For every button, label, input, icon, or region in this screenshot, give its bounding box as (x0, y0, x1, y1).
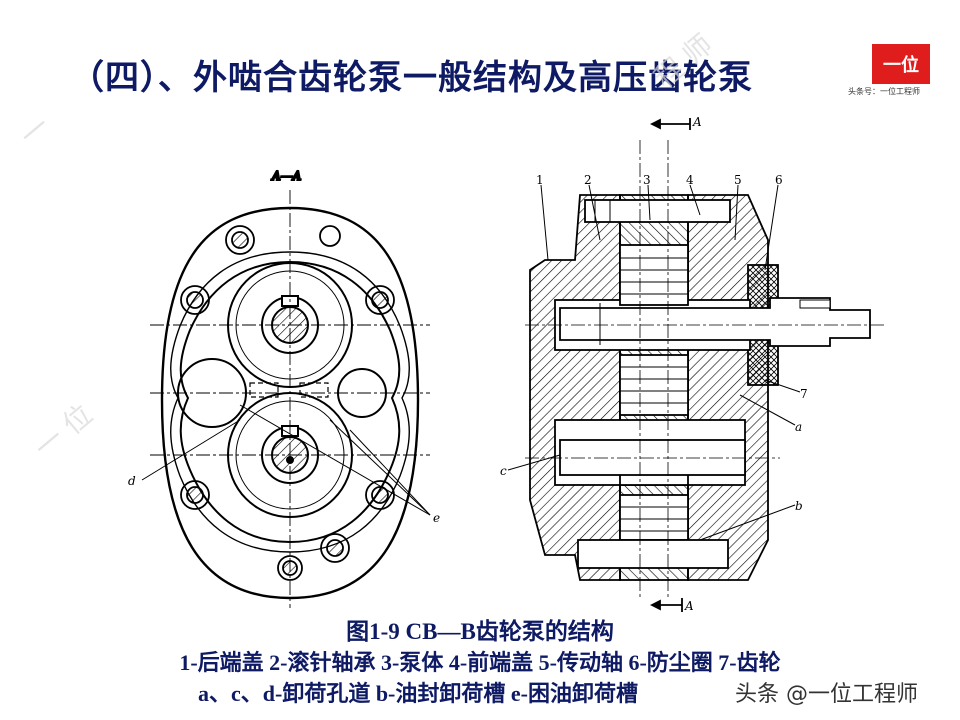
label-a: a (795, 420, 802, 434)
section-mark-bottom: A (684, 599, 694, 613)
longitudinal-section-view: A A (500, 115, 885, 613)
label-b: b (795, 499, 803, 513)
label-d: d (128, 474, 136, 488)
page-title: （四）、外啮合齿轮泵一般结构及高压齿轮泵 (70, 58, 753, 98)
section-label: A—A (271, 169, 302, 183)
part-number-2: 2 (584, 173, 592, 187)
label-e: e (433, 511, 440, 525)
part-number-1: 1 (536, 173, 544, 187)
figure-caption-title: 图1-9 CB—B齿轮泵的结构 (346, 619, 614, 644)
part-number-6: 6 (775, 173, 783, 187)
part-number-3: 3 (643, 173, 651, 187)
part-number-5: 5 (734, 173, 742, 187)
brand-logo: 一位 (872, 44, 930, 84)
logo-text: 一位 (883, 55, 919, 76)
label-c: c (500, 464, 507, 478)
credit-watermark: 头条 @一位工程师 (735, 676, 918, 708)
section-view-a-a: A—A (128, 168, 440, 608)
part-number-4: 4 (686, 173, 694, 187)
section-mark-top: A (692, 115, 702, 129)
figure-caption-parts: 1-后端盖 2-滚针轴承 3-泵体 4-前端盖 5-传动轴 6-防尘圈 7-齿轮 (179, 650, 781, 675)
figure-caption-channels: a、c、d-卸荷孔道 b-油封卸荷槽 e-困油卸荷槽 (198, 681, 638, 706)
logo-subtitle: 头条号：一位工程师 (848, 87, 920, 96)
part-number-7: 7 (800, 387, 808, 401)
